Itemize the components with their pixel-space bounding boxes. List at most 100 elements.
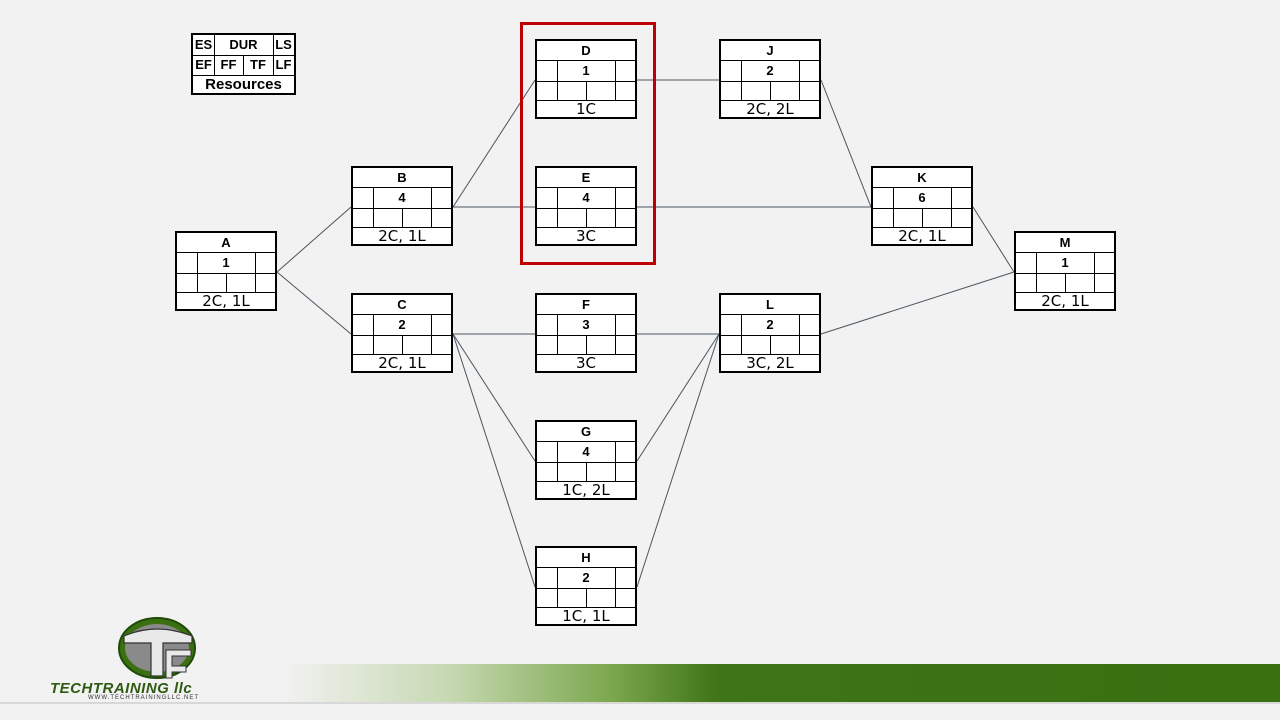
node-float-row	[721, 336, 819, 355]
node-duration-row: 1	[537, 61, 635, 82]
node-float-row	[353, 209, 451, 228]
techtraining-logo-icon	[118, 617, 196, 679]
node-resources-row: 3C	[537, 354, 635, 373]
activity-node-m[interactable]: M 1 2C, 1L	[1014, 231, 1116, 311]
node-resources-row: 2C, 1L	[353, 227, 451, 246]
highlight-box-d-e	[520, 22, 656, 265]
node-float-row	[873, 209, 971, 228]
node-resources-row: 1C, 1L	[537, 607, 635, 626]
activity-node-b[interactable]: B 4 2C, 1L	[351, 166, 453, 246]
node-id-row: D	[537, 41, 635, 61]
activity-node-f[interactable]: F 3 3C	[535, 293, 637, 373]
node-float-row	[721, 82, 819, 101]
node-resources-e: 3C	[575, 227, 597, 245]
legend-box: ES DUR LS EF FF TF LF Resources	[191, 33, 296, 95]
activity-node-d[interactable]: D 1 1C	[535, 39, 637, 119]
footer-gradient-bar	[0, 664, 1280, 702]
legend-tf: TF	[250, 57, 266, 72]
node-id-row: L	[721, 295, 819, 315]
legend-dur: DUR	[229, 37, 258, 52]
node-id-row: F	[537, 295, 635, 315]
node-duration-g: 4	[582, 444, 590, 459]
node-duration-b: 4	[398, 190, 406, 205]
legend-ef: EF	[195, 57, 212, 72]
node-id-row: B	[353, 168, 451, 188]
node-id-m: M	[1059, 235, 1071, 250]
node-float-row	[1016, 274, 1114, 293]
edge-g-l	[636, 333, 720, 462]
node-resources-row: 2C, 1L	[1016, 292, 1114, 311]
node-duration-k: 6	[918, 190, 926, 205]
edge-k-m	[972, 206, 1015, 273]
node-resources-row: 2C, 2L	[721, 100, 819, 119]
node-resources-d: 1C	[575, 100, 597, 118]
node-duration-row: 2	[537, 568, 635, 589]
node-resources-row: 2C, 1L	[353, 354, 451, 373]
node-id-e: E	[581, 170, 591, 185]
node-duration-j: 2	[766, 63, 774, 78]
node-duration-row: 1	[177, 253, 275, 274]
node-duration-c: 2	[398, 317, 406, 332]
node-resources-l: 3C, 2L	[746, 354, 794, 372]
node-id-h: H	[581, 550, 591, 565]
activity-node-l[interactable]: L 2 3C, 2L	[719, 293, 821, 373]
node-resources-row: 2C, 1L	[873, 227, 971, 246]
node-duration-row: 2	[721, 61, 819, 82]
activity-node-j[interactable]: J 2 2C, 2L	[719, 39, 821, 119]
node-id-a: A	[221, 235, 231, 250]
node-resources-row: 3C, 2L	[721, 354, 819, 373]
node-resources-m: 2C, 1L	[1041, 292, 1089, 310]
node-resources-h: 1C, 1L	[562, 607, 610, 625]
node-duration-l: 2	[766, 317, 774, 332]
node-duration-row: 4	[537, 188, 635, 209]
activity-node-h[interactable]: H 2 1C, 1L	[535, 546, 637, 626]
brand-url: WWW.TECHTRAININGLLC.NET	[88, 695, 199, 701]
node-duration-h: 2	[582, 570, 590, 585]
node-duration-row: 1	[1016, 253, 1114, 274]
node-resources-row: 2C, 1L	[177, 292, 275, 311]
activity-node-g[interactable]: G 4 1C, 2L	[535, 420, 637, 500]
node-id-f: F	[582, 297, 590, 312]
node-id-g: G	[580, 424, 592, 439]
node-duration-e: 4	[582, 190, 590, 205]
node-resources-row: 3C	[537, 227, 635, 246]
node-resources-g: 1C, 2L	[562, 481, 610, 499]
brand-name: TECHTRAINING llc	[50, 680, 193, 697]
node-duration-row: 4	[353, 188, 451, 209]
node-resources-row: 1C, 2L	[537, 481, 635, 500]
node-duration-a: 1	[222, 255, 230, 270]
node-float-row	[177, 274, 275, 293]
node-duration-f: 3	[582, 317, 590, 332]
edge-j-k	[820, 79, 872, 208]
node-resources-b: 2C, 1L	[378, 227, 426, 245]
node-resources-j: 2C, 2L	[746, 100, 794, 118]
node-resources-row: 1C	[537, 100, 635, 119]
node-float-row	[537, 336, 635, 355]
activity-node-a[interactable]: A 1 2C, 1L	[175, 231, 277, 311]
edge-h-l	[636, 333, 720, 588]
footer-divider	[0, 702, 1280, 704]
activity-node-c[interactable]: C 2 2C, 1L	[351, 293, 453, 373]
edge-c-g	[452, 333, 536, 462]
node-float-row	[537, 463, 635, 482]
edge-a-c	[276, 271, 352, 335]
node-id-c: C	[397, 297, 407, 312]
node-id-d: D	[581, 43, 591, 58]
node-id-b: B	[397, 170, 407, 185]
node-id-l: L	[766, 297, 774, 312]
node-float-row	[537, 82, 635, 101]
activity-node-e[interactable]: E 4 3C	[535, 166, 637, 246]
node-id-j: J	[766, 43, 774, 58]
node-float-row	[537, 209, 635, 228]
node-float-row	[537, 589, 635, 608]
edge-l-m	[820, 271, 1015, 335]
node-duration-row: 6	[873, 188, 971, 209]
node-duration-row: 3	[537, 315, 635, 336]
node-id-row: A	[177, 233, 275, 253]
node-resources-k: 2C, 1L	[898, 227, 946, 245]
node-duration-d: 1	[582, 63, 590, 78]
node-resources-f: 3C	[575, 354, 597, 372]
node-duration-row: 2	[353, 315, 451, 336]
